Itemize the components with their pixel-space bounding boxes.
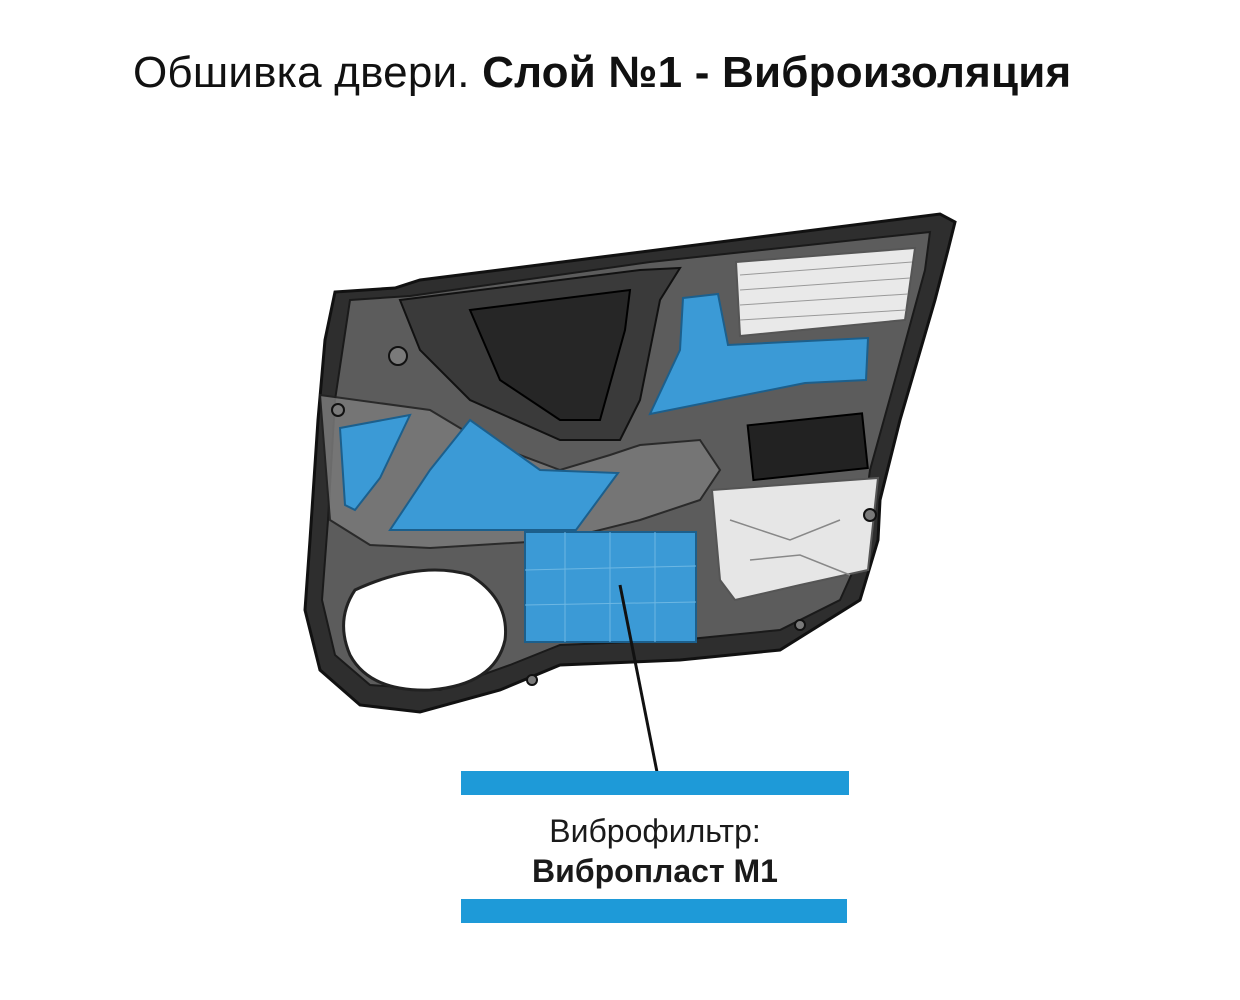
foil-crease [729, 519, 851, 576]
leader-line [618, 584, 659, 773]
material-callout: Виброфильтр: Вибропласт М1 [461, 771, 849, 923]
foil-stripe [739, 309, 907, 321]
vibro-panel-left-small [338, 413, 412, 512]
title-bold: Слой №1 - Виброизоляция [482, 48, 1072, 97]
callout-category: Виброфильтр: [549, 813, 761, 849]
vibro-panel-upper-right [648, 292, 870, 416]
foil-stripe [739, 261, 913, 276]
foil-stripe [739, 293, 909, 306]
fastener-icon [863, 508, 877, 522]
fastener-icon [794, 619, 806, 631]
callout-bar-bottom [461, 899, 847, 923]
fastener-icon [388, 346, 408, 366]
diagram-title: Обшивка двери. Слой №1 - Виброизоляция [0, 48, 1240, 98]
foil-pad-top-right [734, 246, 917, 338]
callout-bar-top [461, 771, 849, 795]
vibro-panel-center-triangle [388, 418, 620, 531]
callout-material: Вибропласт М1 [532, 853, 778, 889]
foil-stripe [739, 277, 911, 291]
fastener-icon [331, 403, 345, 417]
title-normal: Обшивка двери. [133, 48, 470, 97]
arm-rail-detail [468, 288, 632, 421]
fastener-icon [526, 674, 538, 686]
speaker-cutout [342, 568, 508, 692]
window-switch-module [746, 412, 869, 482]
